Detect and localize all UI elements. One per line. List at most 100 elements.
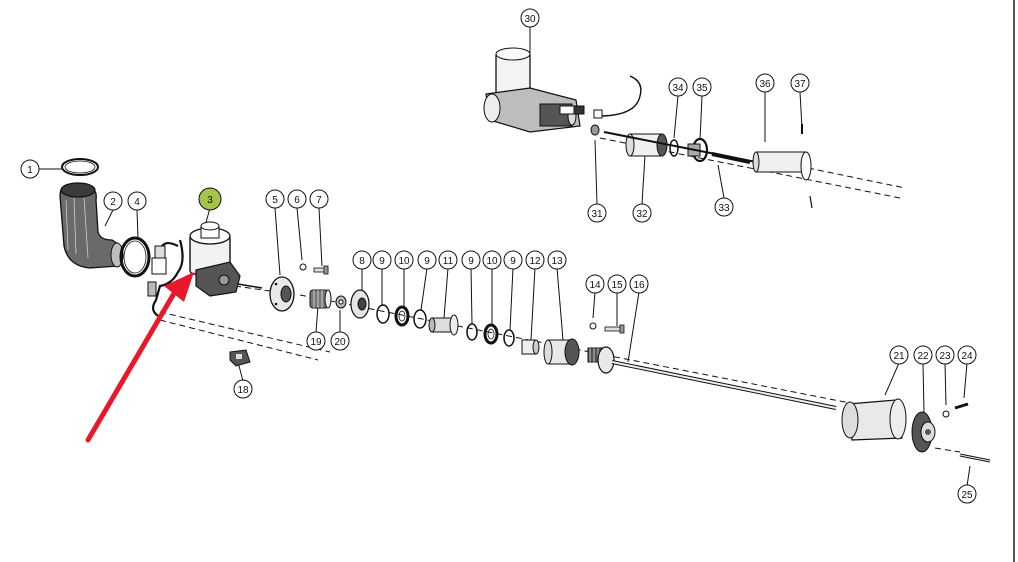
svg-text:8: 8 [359,256,365,267]
leader-lines [38,27,971,487]
svg-text:16: 16 [633,280,645,291]
svg-text:6: 6 [294,195,300,206]
svg-text:35: 35 [696,83,708,94]
part-13-coupling [543,338,580,366]
part-31-nut [590,124,600,136]
part-15-screw [604,324,625,334]
svg-text:30: 30 [524,14,536,25]
callout-25: 25 [957,484,977,504]
callout-10: 10 [394,250,414,270]
callout-33: 33 [714,197,734,217]
svg-text:31: 31 [591,209,603,220]
svg-text:9: 9 [510,256,516,267]
part-20-nut [335,295,347,309]
svg-text:19: 19 [310,337,322,348]
part-36-tube [752,151,812,181]
svg-text:12: 12 [529,256,541,267]
svg-text:34: 34 [672,83,684,94]
svg-text:33: 33 [718,203,730,214]
part-34-washer [669,139,679,157]
svg-text:11: 11 [443,256,454,267]
callout-7: 7 [309,189,329,209]
svg-text:18: 18 [237,385,249,396]
callout-9: 9 [503,250,523,270]
callout-8: 8 [352,250,372,270]
callout-23: 23 [935,345,955,365]
part-22-end-cap [911,411,936,453]
svg-text:22: 22 [917,351,929,362]
svg-text:24: 24 [961,351,973,362]
part-11-bushing [428,314,459,336]
part-14-washer [589,322,597,330]
wire-harness [147,239,184,320]
callout-36: 36 [755,73,775,93]
callout-12: 12 [525,250,545,270]
svg-text:20: 20 [334,337,346,348]
upper-cable [593,75,642,119]
part-9-washer-d [503,329,515,347]
part-9-washer-c [466,323,478,341]
callout-16: 16 [629,274,649,294]
callout-24: 24 [957,345,977,365]
callout-9: 9 [372,250,392,270]
callout-14: 14 [585,274,605,294]
svg-text:9: 9 [424,256,430,267]
part-5-flange [269,276,295,312]
part-19-bearing [309,289,332,309]
svg-text:21: 21 [893,351,905,362]
callout-13: 13 [547,250,567,270]
svg-text:37: 37 [794,79,806,90]
part-1-clamp-ring [61,158,99,176]
callout-31: 31 [587,203,607,223]
svg-text:7: 7 [316,195,322,206]
svg-text:15: 15 [611,280,623,291]
part-18-clip [229,349,251,367]
part-21-tube [841,398,907,441]
callout-9: 9 [417,250,437,270]
part-12-bushing [521,339,540,355]
svg-text:5: 5 [272,195,278,206]
part-37-screw [801,124,813,209]
callout-21: 21 [889,345,909,365]
callout-37: 37 [790,73,810,93]
callout-22: 22 [913,345,933,365]
part-9-washer-a [376,304,390,324]
part-2-elbow-hose [59,182,124,269]
svg-text:9: 9 [468,256,474,267]
part-3-motor [189,221,263,297]
callouts: 1 2 3 4 5 6 7 8 9 10 9 11 9 10 9 12 13 1… [20,8,977,504]
callout-5: 5 [265,189,285,209]
callout-18: 18 [233,379,253,399]
part-7-screw [313,265,329,275]
callout-19: 19 [306,331,326,351]
callout-15: 15 [607,274,627,294]
svg-text:36: 36 [759,79,771,90]
red-pointer-arrow [85,272,194,443]
svg-text:10: 10 [398,256,410,267]
callout-32: 32 [632,203,652,223]
svg-text:14: 14 [589,280,601,291]
part-10-seal-a [394,305,410,327]
part-25-screw [959,453,991,463]
part-16-lead-screw [587,346,837,410]
svg-text:13: 13 [551,256,563,267]
callout-3-highlighted: 3 [198,187,222,211]
callout-9: 9 [461,250,481,270]
svg-text:25: 25 [961,490,973,501]
svg-text:4: 4 [134,197,140,208]
callout-35: 35 [692,77,712,97]
part-33-shaft [603,131,757,164]
part-4-hose-clamp [119,236,151,278]
part-6-washer [299,263,307,271]
part-24-screw [954,402,969,410]
part-30-motor [483,47,585,133]
svg-text:1: 1 [27,165,33,176]
part-8-flange [350,289,370,319]
callout-4: 4 [127,191,147,211]
callout-30: 30 [520,8,540,28]
svg-text:2: 2 [110,197,116,208]
callout-20: 20 [330,331,350,351]
callout-11: 11 [438,250,458,270]
callout-10: 10 [482,250,502,270]
svg-text:3: 3 [207,195,213,206]
